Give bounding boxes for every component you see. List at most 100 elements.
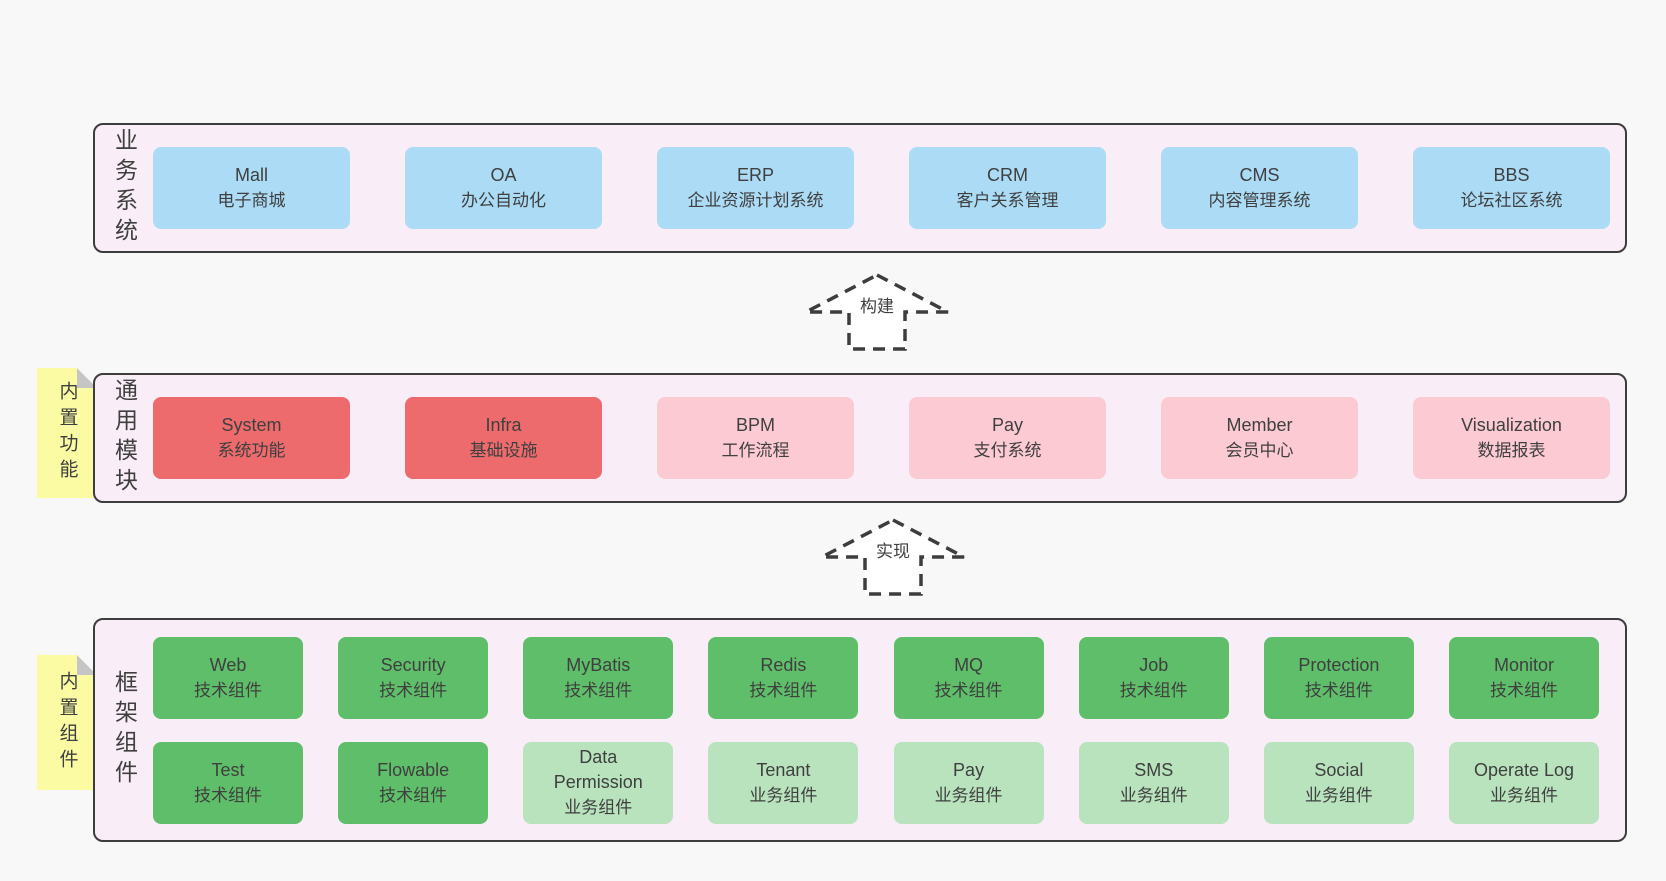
component-name: Mall	[234, 165, 268, 185]
component-desc: 技术组件	[1304, 680, 1373, 700]
component-desc: 技术组件	[564, 680, 633, 700]
component-name: CMS	[1239, 165, 1280, 185]
arrow-label: 构建	[857, 295, 897, 319]
component-box-protection: Protection 技术组件	[1263, 636, 1414, 719]
component-desc: 工作流程	[721, 441, 790, 460]
note-text: 内置组件	[37, 655, 97, 790]
component-desc: 技术组件	[749, 680, 818, 700]
component-box-infra: Infra 基础设施	[405, 397, 602, 479]
component-desc: 会员中心	[1225, 441, 1294, 460]
component-name: Redis	[760, 654, 807, 675]
component-desc: 业务组件	[1119, 785, 1188, 805]
component-name: CRM	[987, 165, 1028, 185]
component-name: SMS	[1134, 759, 1174, 780]
component-name: BBS	[1493, 165, 1530, 185]
component-desc: 业务组件	[1304, 785, 1373, 805]
component-name: MQ	[954, 654, 984, 675]
component-name: MyBatis	[566, 654, 631, 675]
component-box-cms: CMS 内容管理系统	[1161, 147, 1358, 229]
component-desc: 数据报表	[1477, 441, 1546, 460]
layer-label-text: 通用模块	[111, 378, 138, 498]
component-desc: 支付系统	[973, 441, 1042, 460]
note-label: 内置组件	[56, 670, 78, 775]
arrow-build: 构建	[802, 272, 952, 352]
layer-label-common-modules: 通用模块	[95, 375, 153, 501]
component-box-crm: CRM 客户关系管理	[909, 147, 1106, 229]
component-name: Data Permission	[553, 747, 643, 792]
component-name: Protection	[1298, 654, 1380, 675]
component-desc: 系统功能	[217, 441, 286, 460]
component-name: Operate Log	[1473, 759, 1575, 780]
layer-label-framework-components: 框架组件	[95, 620, 153, 840]
component-desc: 技术组件	[1119, 680, 1188, 700]
note-text: 内置功能	[37, 368, 97, 498]
component-box-mybatis: MyBatis 技术组件	[523, 636, 674, 719]
component-desc: 技术组件	[934, 680, 1003, 700]
component-box-mq: MQ 技术组件	[893, 636, 1044, 719]
layer-label-text: 框架组件	[111, 670, 138, 790]
component-box-flowable: Flowable 技术组件	[338, 741, 489, 824]
component-desc: 办公自动化	[461, 191, 546, 210]
component-box-visualization: Visualization 数据报表	[1413, 397, 1610, 479]
component-name: Visualization	[1461, 415, 1562, 435]
component-desc: 技术组件	[194, 785, 262, 805]
component-name: BPM	[735, 415, 775, 435]
component-name: Test	[211, 759, 245, 780]
component-desc: 内容管理系统	[1208, 191, 1311, 210]
component-box-bbs: BBS 论坛社区系统	[1413, 147, 1610, 229]
component-name: Flowable	[377, 759, 450, 780]
component-desc: 技术组件	[1489, 680, 1558, 700]
component-desc: 技术组件	[194, 680, 262, 700]
component-desc: 企业资源计划系统	[687, 191, 824, 210]
layer-label-text: 业务系统	[111, 128, 138, 248]
arrow-implement: 实现	[818, 517, 968, 597]
component-name: Monitor	[1493, 654, 1554, 675]
sticky-note-built-in-components: 内置组件	[37, 655, 97, 790]
component-box-redis: Redis 技术组件	[708, 636, 859, 719]
component-desc: 基础设施	[469, 441, 538, 460]
component-name: Social	[1314, 759, 1364, 780]
component-box-monitor: Monitor 技术组件	[1448, 636, 1599, 719]
component-desc: 电子商城	[217, 191, 286, 210]
component-desc: 业务组件	[564, 798, 633, 817]
component-name: Tenant	[756, 759, 811, 780]
component-box-job: Job 技术组件	[1078, 636, 1229, 719]
component-name: Security	[380, 654, 446, 675]
component-name: Member	[1226, 415, 1293, 435]
component-name: Job	[1139, 654, 1169, 675]
component-name: Infra	[485, 415, 522, 435]
component-box-sms: SMS 业务组件	[1078, 741, 1229, 824]
component-name: OA	[490, 165, 517, 185]
component-desc: 论坛社区系统	[1460, 191, 1563, 210]
component-desc: 技术组件	[379, 785, 448, 805]
sticky-note-built-in-features: 内置功能	[37, 368, 97, 498]
component-name: Web	[209, 654, 247, 675]
component-box-system: System 系统功能	[153, 397, 350, 479]
component-box-oa: OA 办公自动化	[405, 147, 602, 229]
component-box-web: Web 技术组件	[153, 636, 303, 719]
component-name: System	[221, 415, 282, 435]
component-desc: 客户关系管理	[956, 191, 1059, 210]
note-label: 内置功能	[56, 381, 78, 485]
framework-row-2: Test 技术组件 Flowable 技术组件 Data Permission 业务组件 T…	[153, 741, 1599, 824]
component-box-test: Test 技术组件	[153, 741, 303, 824]
component-name: Pay	[953, 759, 985, 780]
component-desc: 业务组件	[749, 785, 818, 805]
component-box-bpm: BPM 工作流程	[657, 397, 854, 479]
arrow-label: 实现	[873, 540, 913, 564]
component-desc: 技术组件	[379, 680, 448, 700]
component-box-security: Security 技术组件	[338, 636, 489, 719]
component-box-mall: Mall 电子商城	[153, 147, 350, 229]
